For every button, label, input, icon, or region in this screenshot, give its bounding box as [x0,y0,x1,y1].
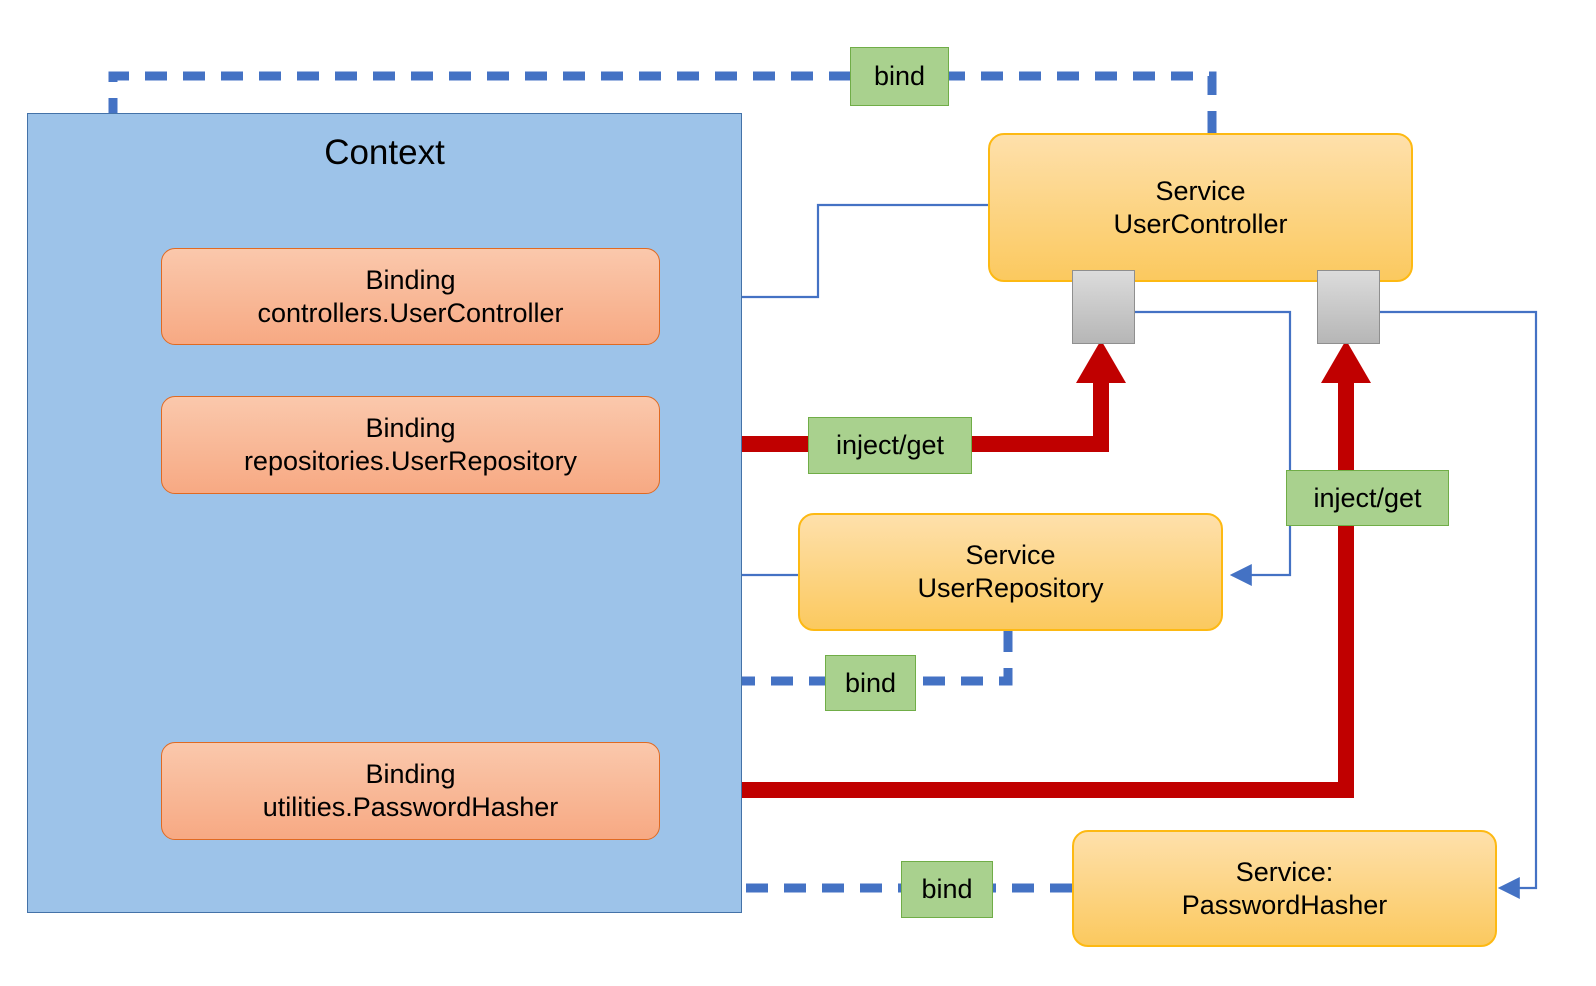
edge-label-text: bind [873,61,926,92]
service-node-user-repository[interactable]: Service UserRepository [798,513,1223,631]
binding-node-user-repository[interactable]: Binding repositories.UserRepository [161,396,660,494]
edge-label-text: bind [921,874,973,905]
injection-slot-icon-repository[interactable] [1072,270,1135,344]
service-node-user-controller[interactable]: Service UserController [988,133,1413,282]
service-node-name: UserController [1113,208,1288,239]
binding-node-key: repositories.UserRepository [243,446,578,476]
binding-node-password-hasher[interactable]: Binding utilities.PasswordHasher [161,742,660,840]
edge-label-inject-repository: inject/get [808,417,972,474]
binding-node-key: utilities.PasswordHasher [262,792,559,822]
binding-node-title: Binding [365,759,456,790]
edge-label-inject-hasher: inject/get [1286,470,1449,526]
edge-label-bind-hasher: bind [901,861,993,918]
injection-slot-icon-hasher[interactable] [1317,270,1380,344]
edge-label-text: inject/get [1313,482,1422,513]
edge-label-bind-controller: bind [850,47,949,106]
edge-label-text: inject/get [835,430,945,461]
service-node-title: Service: [1235,856,1334,887]
edge-label-bind-repository: bind [825,655,916,711]
thin-edge-controller-slot2-to-hasher [1378,310,1538,899]
page-title: Context [324,133,445,172]
binding-node-title: Binding [365,413,456,444]
service-node-password-hasher[interactable]: Service: PasswordHasher [1072,830,1497,947]
binding-node-key: controllers.UserController [257,297,564,328]
binding-node-title: Binding [365,264,456,295]
service-node-name: PasswordHasher [1181,889,1388,920]
service-node-title: Service [1155,175,1246,206]
edge-label-text: bind [844,667,897,698]
service-node-title: Service [965,540,1056,571]
service-node-name: UserRepository [917,573,1104,603]
binding-node-user-controller[interactable]: Binding controllers.UserController [161,248,660,345]
